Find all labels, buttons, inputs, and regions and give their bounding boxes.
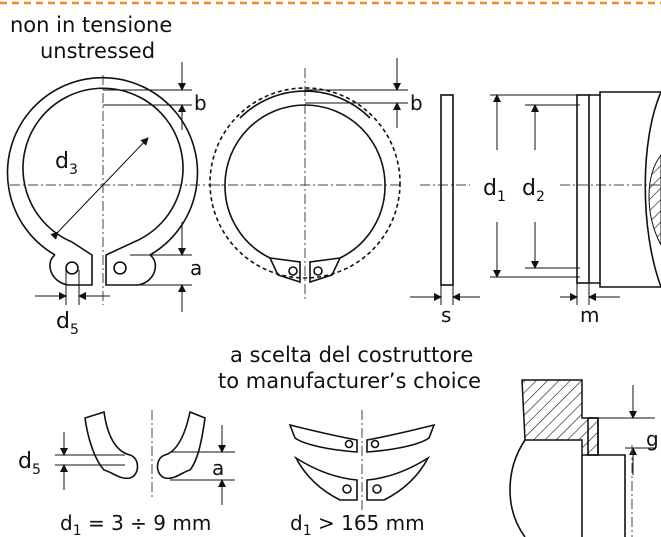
circlip-side-view bbox=[410, 94, 480, 305]
label-a-top: a bbox=[190, 256, 202, 280]
large-ring-lug-variant bbox=[288, 410, 436, 510]
label-d3: d3 bbox=[55, 149, 78, 178]
circlip-front-view-open bbox=[6, 75, 225, 305]
caption-unstressed-it: non in tensione bbox=[10, 13, 172, 37]
label-s: s bbox=[441, 303, 451, 327]
dimension-b-right bbox=[305, 58, 408, 128]
shaft-assembly-view bbox=[560, 91, 661, 305]
caption-large-diameter: d1 > 165 mm bbox=[290, 511, 425, 537]
caption-unstressed-en: unstressed bbox=[40, 39, 155, 63]
label-b-left: b bbox=[194, 91, 207, 115]
label-d5-bottom: d5 bbox=[18, 449, 41, 478]
label-d2: d2 bbox=[522, 176, 545, 205]
caption-small-diameter: d1 = 3 ÷ 9 mm bbox=[60, 511, 211, 537]
label-d1: d1 bbox=[483, 176, 506, 205]
groove-section-view bbox=[509, 379, 655, 537]
dimension-d5-top bbox=[35, 270, 110, 305]
circlip-front-view-closed bbox=[209, 68, 401, 300]
label-a-bottom: a bbox=[212, 456, 224, 480]
choice-caption-it: a scelta del costruttore bbox=[230, 343, 473, 367]
dimension-a bbox=[130, 222, 192, 312]
label-d5-top: d5 bbox=[56, 309, 79, 338]
label-g: g bbox=[646, 427, 659, 451]
label-b-right: b bbox=[410, 91, 423, 115]
small-ring-lug-variant bbox=[55, 410, 235, 505]
dimension-b-left bbox=[103, 62, 192, 130]
dimension-d1-d2 bbox=[490, 94, 580, 278]
label-m: m bbox=[580, 303, 599, 327]
choice-caption-en: to manufacturer’s choice bbox=[218, 369, 481, 393]
